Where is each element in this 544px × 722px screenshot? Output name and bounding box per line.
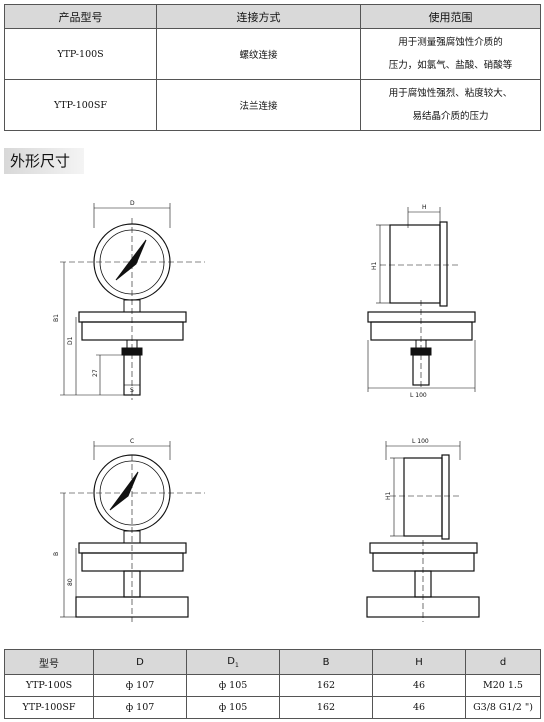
drawing-threaded-front <box>60 203 205 400</box>
usage-line: 易结晶介质的压力 <box>412 111 489 122</box>
cell-d1: ф 105 <box>186 674 280 697</box>
header-d1-letter: D <box>227 655 235 667</box>
cell-thread: M20 1.5 <box>465 674 541 697</box>
header-d1: D1 <box>186 649 280 675</box>
cell-thread: G3/8 G1/2 ") <box>465 696 541 719</box>
label-80: 80 <box>67 578 74 586</box>
section-title: 外形尺寸 <box>4 148 84 174</box>
cell-d: ф 107 <box>93 674 187 697</box>
header-d: D <box>93 649 187 675</box>
table-row: YTP-100SF ф 107 ф 105 162 46 G3/8 G1/2 "… <box>4 696 541 719</box>
header-d1-subscript: 1 <box>234 661 239 669</box>
table-row: YTP-100S ф 107 ф 105 162 46 M20 1.5 <box>4 674 541 697</box>
header-h: H <box>372 649 466 675</box>
usage-line: 用于腐蚀性强烈、粘度较大、 <box>388 88 513 99</box>
drawing-flange-side <box>366 441 480 622</box>
label-27: 27 <box>92 369 99 377</box>
label-l100b: L 100 <box>412 438 429 445</box>
dimension-table: 型号 D D1 B H d YTP-100S ф 107 ф 105 162 4… <box>4 649 541 719</box>
label-s: S <box>130 387 134 394</box>
dimension-table-header: 型号 D D1 B H d <box>4 649 541 675</box>
dimension-labels: D B1 D1 27 S H H1 L 100 C B L 100 H1 80 <box>53 200 429 586</box>
drawing-flange-front <box>60 441 205 622</box>
table-row: YTP-100SF 法兰连接 用于腐蚀性强烈、粘度较大、 易结晶介质的压力 <box>4 79 541 131</box>
label-h1: H1 <box>371 261 378 270</box>
drawing-threaded-side <box>367 207 476 392</box>
label-c: C <box>130 438 134 445</box>
cell-model: YTP-100SF <box>4 696 94 719</box>
label-d: D <box>130 200 135 207</box>
cell-d1: ф 105 <box>186 696 280 719</box>
cell-connection: 法兰连接 <box>156 79 361 131</box>
cell-b: 162 <box>279 696 373 719</box>
cell-usage: 用于腐蚀性强烈、粘度较大、 易结晶介质的压力 <box>360 79 541 131</box>
label-d1: D1 <box>67 336 74 345</box>
label-b: B <box>53 552 60 556</box>
cell-d: ф 107 <box>93 696 187 719</box>
cell-usage: 用于测量强腐蚀性介质的 压力，如氯气、盐酸、硝酸等 <box>360 28 541 80</box>
label-l100: L 100 <box>410 392 427 399</box>
header-model: 型号 <box>4 649 94 675</box>
product-table: 产品型号 连接方式 使用范围 YTP-100S 螺纹连接 用于测量强腐蚀性介质的… <box>4 4 541 131</box>
label-h: H <box>422 204 427 211</box>
header-b: B <box>279 649 373 675</box>
usage-line: 用于测量强腐蚀性介质的 <box>398 37 503 48</box>
cell-h: 46 <box>372 696 466 719</box>
label-b1: B1 <box>53 314 60 322</box>
cell-model: YTP-100SF <box>4 79 157 131</box>
cell-b: 162 <box>279 674 373 697</box>
cell-h: 46 <box>372 674 466 697</box>
header-model: 产品型号 <box>4 4 157 29</box>
label-h1b: H1 <box>385 491 392 500</box>
usage-line: 压力，如氯气、盐酸、硝酸等 <box>388 60 513 71</box>
product-table-header: 产品型号 连接方式 使用范围 <box>4 4 541 29</box>
table-row: YTP-100S 螺纹连接 用于测量强腐蚀性介质的 压力，如氯气、盐酸、硝酸等 <box>4 28 541 80</box>
cell-model: YTP-100S <box>4 674 94 697</box>
cell-model: YTP-100S <box>4 28 157 80</box>
header-thread: d <box>465 649 541 675</box>
